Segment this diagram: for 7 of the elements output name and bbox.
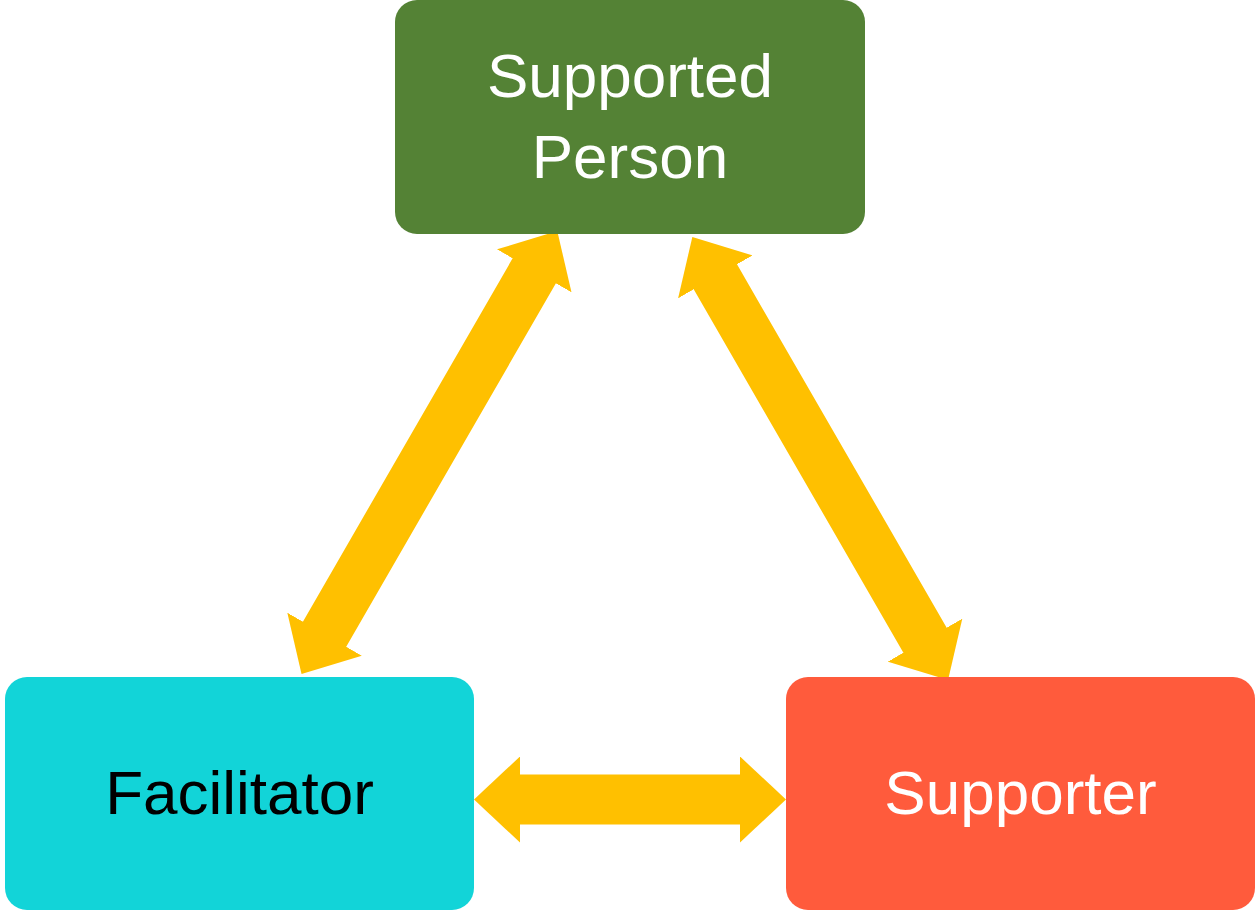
process-box [395, 0, 865, 234]
node-label: Facilitator [105, 757, 374, 830]
double-arrow [474, 756, 786, 843]
node-label: Supported Person [485, 40, 775, 193]
process-box [786, 677, 1255, 910]
process-box [5, 677, 474, 910]
node-label: Supporter [884, 757, 1157, 830]
